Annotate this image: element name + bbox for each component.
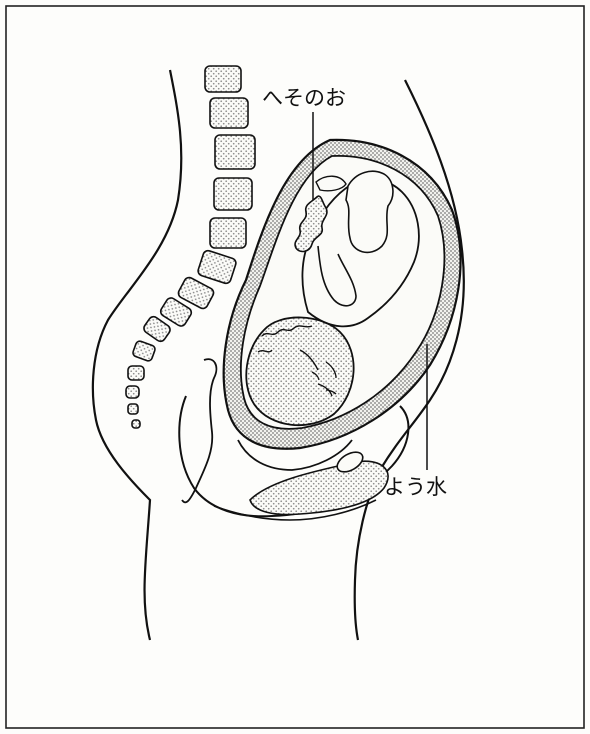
vertebra [197,249,237,284]
vertebra [128,404,138,414]
vertebra [215,135,255,169]
vertebra [126,386,139,398]
fetus-head [246,317,353,425]
vertebra [128,366,144,380]
fetus-leg [346,171,393,252]
vertebra [132,420,140,428]
vertebra [210,98,248,128]
fetus-foot [316,176,346,191]
label-umbilical-cord: へそのお [262,86,346,110]
label-amniotic-fluid: よう水 [384,475,447,499]
vertebra [132,340,156,362]
vertebra [210,218,246,248]
vertebra [214,178,252,210]
vertebra [205,66,241,92]
rectum [182,359,216,502]
